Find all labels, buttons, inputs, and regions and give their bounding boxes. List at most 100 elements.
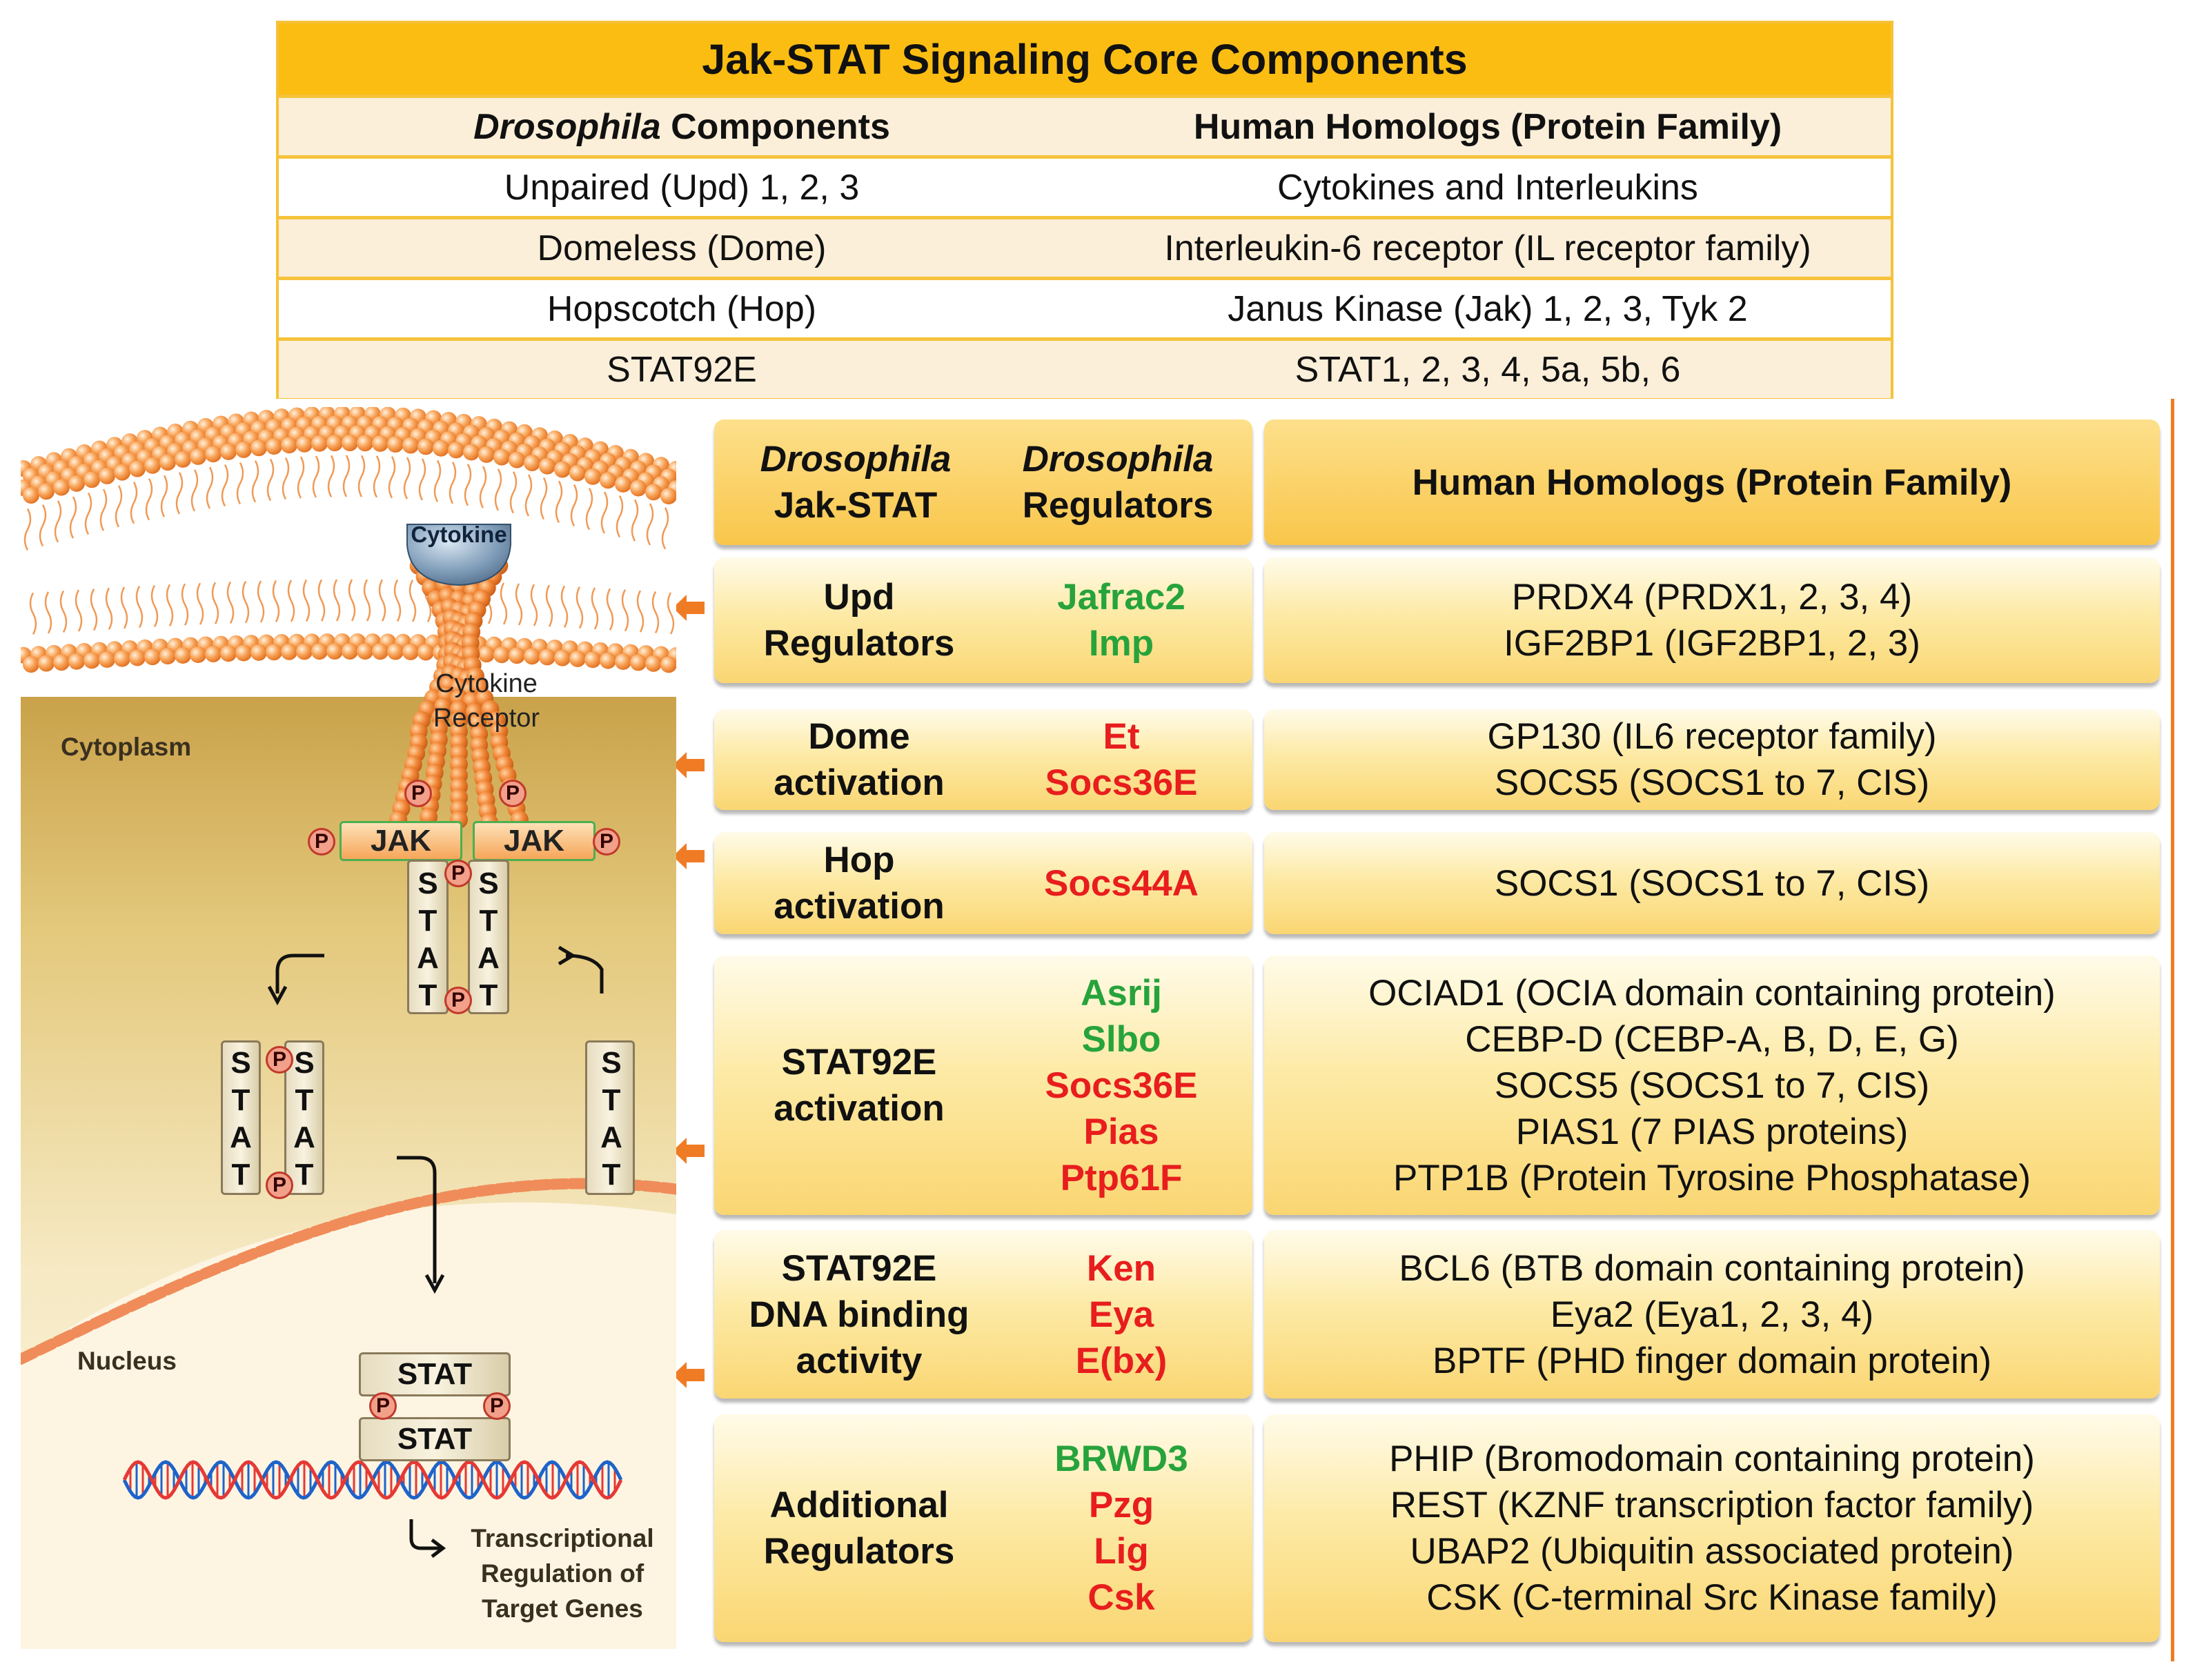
transcription-line-1: Transcriptional (471, 1524, 654, 1552)
human-homolog: OCIAD1 (OCIA domain containing protein) (1368, 972, 2056, 1014)
human-homolog: IGF2BP1 (IGF2BP1, 2, 3) (1504, 623, 1920, 664)
phosphate-circle: P (266, 1172, 293, 1199)
stat-letter: T (418, 978, 437, 1012)
stat-letter: T (295, 1083, 314, 1117)
stat-monomer (585, 1040, 635, 1195)
nucleus-label: Nucleus (77, 1347, 177, 1375)
regulator-gene: Imp (1088, 623, 1154, 664)
human-homolog: PTP1B (Protein Tyrosine Phosphatase) (1392, 1157, 2031, 1198)
core-cell-drosophila: Unpaired (Upd) 1, 2, 3 (504, 167, 860, 208)
group-name-line: Regulators (763, 1531, 955, 1572)
cell-signaling-diagram: Cytokine Cytokine Receptor Cytoplasm Nuc… (21, 407, 676, 1649)
regulator-gene: Ptp61F (1060, 1157, 1183, 1198)
core-table-header-row: Drosophila Components Human Homologs (Pr… (279, 95, 1891, 155)
orange-pointer-arrow (673, 1135, 705, 1167)
phosphate-circle: P (444, 860, 472, 887)
curved-arrow-right (558, 945, 604, 994)
regulator-group-left: Hop activation Socs44A (714, 832, 1252, 934)
header-regulators-italic: Drosophila (1022, 439, 1214, 480)
core-cell-human: Interleukin-6 receptor (IL receptor fami… (1164, 228, 1811, 268)
regulator-gene: Jafrac2 (1057, 577, 1185, 617)
group-name-line: Additional (769, 1485, 949, 1525)
phosphate-circle: P (499, 780, 526, 807)
phosphate-circle: P (266, 1046, 293, 1074)
stat-nuclear-bottom: STAT (359, 1417, 511, 1461)
human-homolog: SOCS5 (SOCS1 to 7, CIS) (1494, 1065, 1930, 1106)
stat-dimer-right (468, 860, 509, 1014)
human-homolog: BCL6 (BTB domain containing protein) (1399, 1247, 2025, 1289)
core-table-row: Hopscotch (Hop) Janus Kinase (Jak) 1, 2,… (279, 277, 1891, 337)
regulator-gene: Lig (1094, 1531, 1149, 1572)
stat-letter: S (294, 1046, 315, 1080)
regulator-group-right: PRDX4 (PRDX1, 2, 3, 4)IGF2BP1 (IGF2BP1, … (1264, 557, 2160, 683)
core-header-drosophila-rest: Components (660, 106, 890, 147)
jak-left: JAK (339, 821, 462, 861)
cell-membrane (21, 407, 676, 676)
group-name-line: Upd (823, 577, 895, 617)
group-name-line: Hop (823, 840, 895, 880)
regulator-gene: Socs36E (1045, 762, 1198, 803)
stat-letter: A (600, 1120, 622, 1154)
stat-letter: S (230, 1046, 251, 1080)
stat-letter: S (478, 867, 499, 900)
human-homolog: BPTF (PHD finger domain protein) (1432, 1340, 1991, 1381)
jak-right: JAK (473, 821, 595, 861)
stat-letter: T (479, 978, 498, 1012)
core-cell-human: Janus Kinase (Jak) 1, 2, 3, Tyk 2 (1228, 288, 1748, 329)
stat-letter: A (417, 941, 439, 975)
stat-letter: A (478, 941, 500, 975)
regulator-gene: Socs36E (1045, 1065, 1198, 1106)
core-header-human: Human Homologs (Protein Family) (1193, 106, 1782, 147)
regulator-gene: Asrij (1081, 972, 1162, 1014)
stat-letter: A (230, 1120, 252, 1154)
phosphate-circle: P (369, 1392, 397, 1420)
regulator-gene: Socs44A (1044, 862, 1199, 904)
transcription-arrow (409, 1519, 446, 1558)
cytokine-shape (406, 524, 511, 586)
group-human-homologs: GP130 (IL6 receptor family)SOCS5 (SOCS1 … (1264, 709, 2160, 810)
group-name-line: STAT92E (781, 1247, 937, 1289)
stat-dimer-left (407, 860, 449, 1014)
header-jakstat: Drosophila Jak-STAT (714, 419, 997, 545)
orange-pointer-arrow (673, 749, 705, 781)
human-homolog: CEBP-D (CEBP-A, B, D, E, G) (1465, 1018, 1959, 1060)
regulator-gene: Pzg (1088, 1485, 1154, 1525)
orange-pointer-arrow (673, 592, 705, 624)
regulator-group-right: GP130 (IL6 receptor family)SOCS5 (SOCS1 … (1264, 709, 2160, 810)
group-name-line: activation (774, 886, 945, 927)
header-jakstat-italic: Drosophila (760, 439, 952, 480)
human-homolog: Eya2 (Eya1, 2, 3, 4) (1550, 1294, 1874, 1335)
receptor-label-1: Cytokine (435, 669, 538, 698)
stat-letter: T (295, 1158, 314, 1192)
group-name-line: activation (774, 1088, 945, 1129)
regulator-gene: E(bx) (1075, 1340, 1168, 1381)
core-cell-drosophila: Domeless (Dome) (537, 228, 827, 268)
group-name: Hop activation (714, 832, 1004, 934)
header-regulators: Drosophila Regulators (983, 419, 1252, 545)
arrow-into-nucleus (397, 1156, 445, 1294)
regulator-gene: Csk (1087, 1577, 1155, 1618)
group-name-line: Regulators (763, 623, 955, 664)
transcription-label: Transcriptional Regulation of Target Gen… (449, 1521, 676, 1626)
stat-letter: A (293, 1120, 315, 1154)
dna-helix (122, 1460, 623, 1500)
group-name: STAT92E activation (714, 956, 1004, 1215)
header-regulators-rest: Regulators (1022, 485, 1214, 526)
group-name-line: STAT92E (781, 1042, 937, 1083)
regulator-gene: Et (1103, 716, 1140, 757)
regulator-group-right: OCIAD1 (OCIA domain containing protein)C… (1264, 956, 2160, 1215)
header-jakstat-rest: Jak-STAT (774, 485, 938, 526)
group-name-line: Dome (808, 716, 910, 757)
core-cell-human: Cytokines and Interleukins (1277, 167, 1698, 208)
stat-dimer-free-left (221, 1040, 261, 1195)
group-human-homologs: BCL6 (BTB domain containing protein) Eya2… (1264, 1230, 2160, 1399)
